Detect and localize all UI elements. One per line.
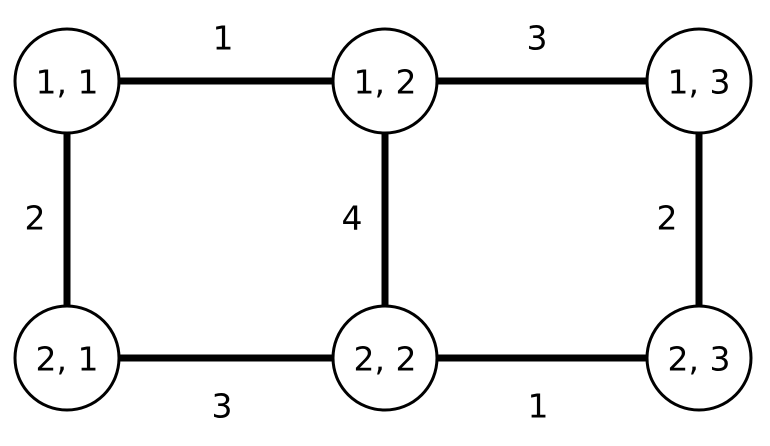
node-circle[interactable] [13, 27, 121, 135]
graph-node[interactable]: 1, 3 [645, 27, 753, 135]
graph-node[interactable]: 2, 2 [331, 304, 439, 412]
edge-weight-label: 4 [342, 199, 363, 238]
node-circle[interactable] [645, 27, 753, 135]
node-label: 2, 2 [354, 340, 417, 379]
edge-weight-label: 3 [212, 387, 233, 426]
edge-weight-label: 1 [528, 387, 549, 426]
edges-group [63, 77, 703, 362]
graph-node[interactable]: 1, 1 [13, 27, 121, 135]
edge-weight-label: 1 [213, 19, 234, 58]
node-label: 1, 2 [354, 63, 417, 102]
node-circle[interactable] [331, 304, 439, 412]
node-label: 1, 3 [668, 63, 731, 102]
node-label: 2, 3 [668, 340, 731, 379]
edge-weight-label: 2 [657, 199, 678, 238]
node-circle[interactable] [645, 304, 753, 412]
edge-weight-label: 2 [25, 199, 46, 238]
graph-node[interactable]: 2, 3 [645, 304, 753, 412]
nodes-group: 1, 1 1, 2 1, 3 2, 1 2, 2 2, 3 [13, 27, 753, 412]
graph-node[interactable]: 1, 2 [331, 27, 439, 135]
node-circle[interactable] [13, 304, 121, 412]
graph-node[interactable]: 2, 1 [13, 304, 121, 412]
node-circle[interactable] [331, 27, 439, 135]
edge-labels-group: 1 3 2 4 2 3 1 [25, 19, 678, 426]
edge-weight-label: 3 [527, 19, 548, 58]
node-label: 2, 1 [36, 340, 99, 379]
node-label: 1, 1 [36, 63, 99, 102]
